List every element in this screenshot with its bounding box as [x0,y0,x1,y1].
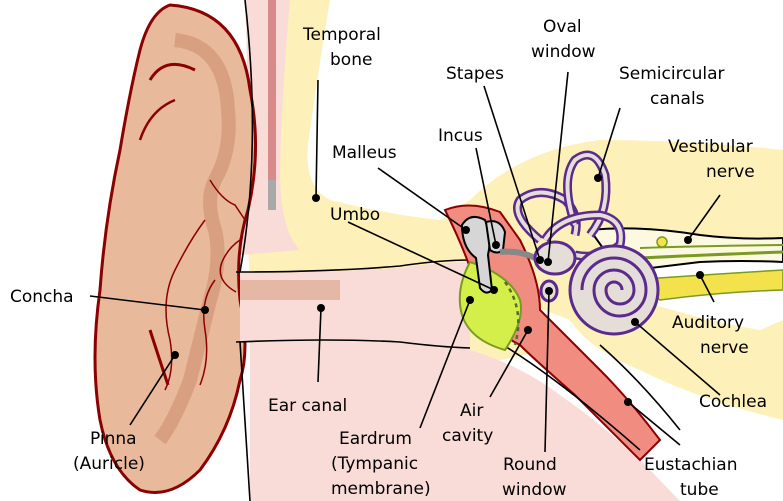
label-umbo: Umbo [330,205,380,225]
label-concha: Concha [10,287,74,307]
label-cochlea: Cochlea [699,392,767,412]
label-semicircular-canals: Semicircular canals [619,64,730,109]
pinna [95,5,256,493]
label-malleus: Malleus [332,143,397,163]
label-ear-canal: Ear canal [268,396,347,416]
label-oval-window: Oval window [531,17,596,62]
label-eardrum: Eardrum (Tympanic membrane) [331,429,431,499]
label-stapes: Stapes [446,64,504,84]
label-incus: Incus [438,126,483,146]
